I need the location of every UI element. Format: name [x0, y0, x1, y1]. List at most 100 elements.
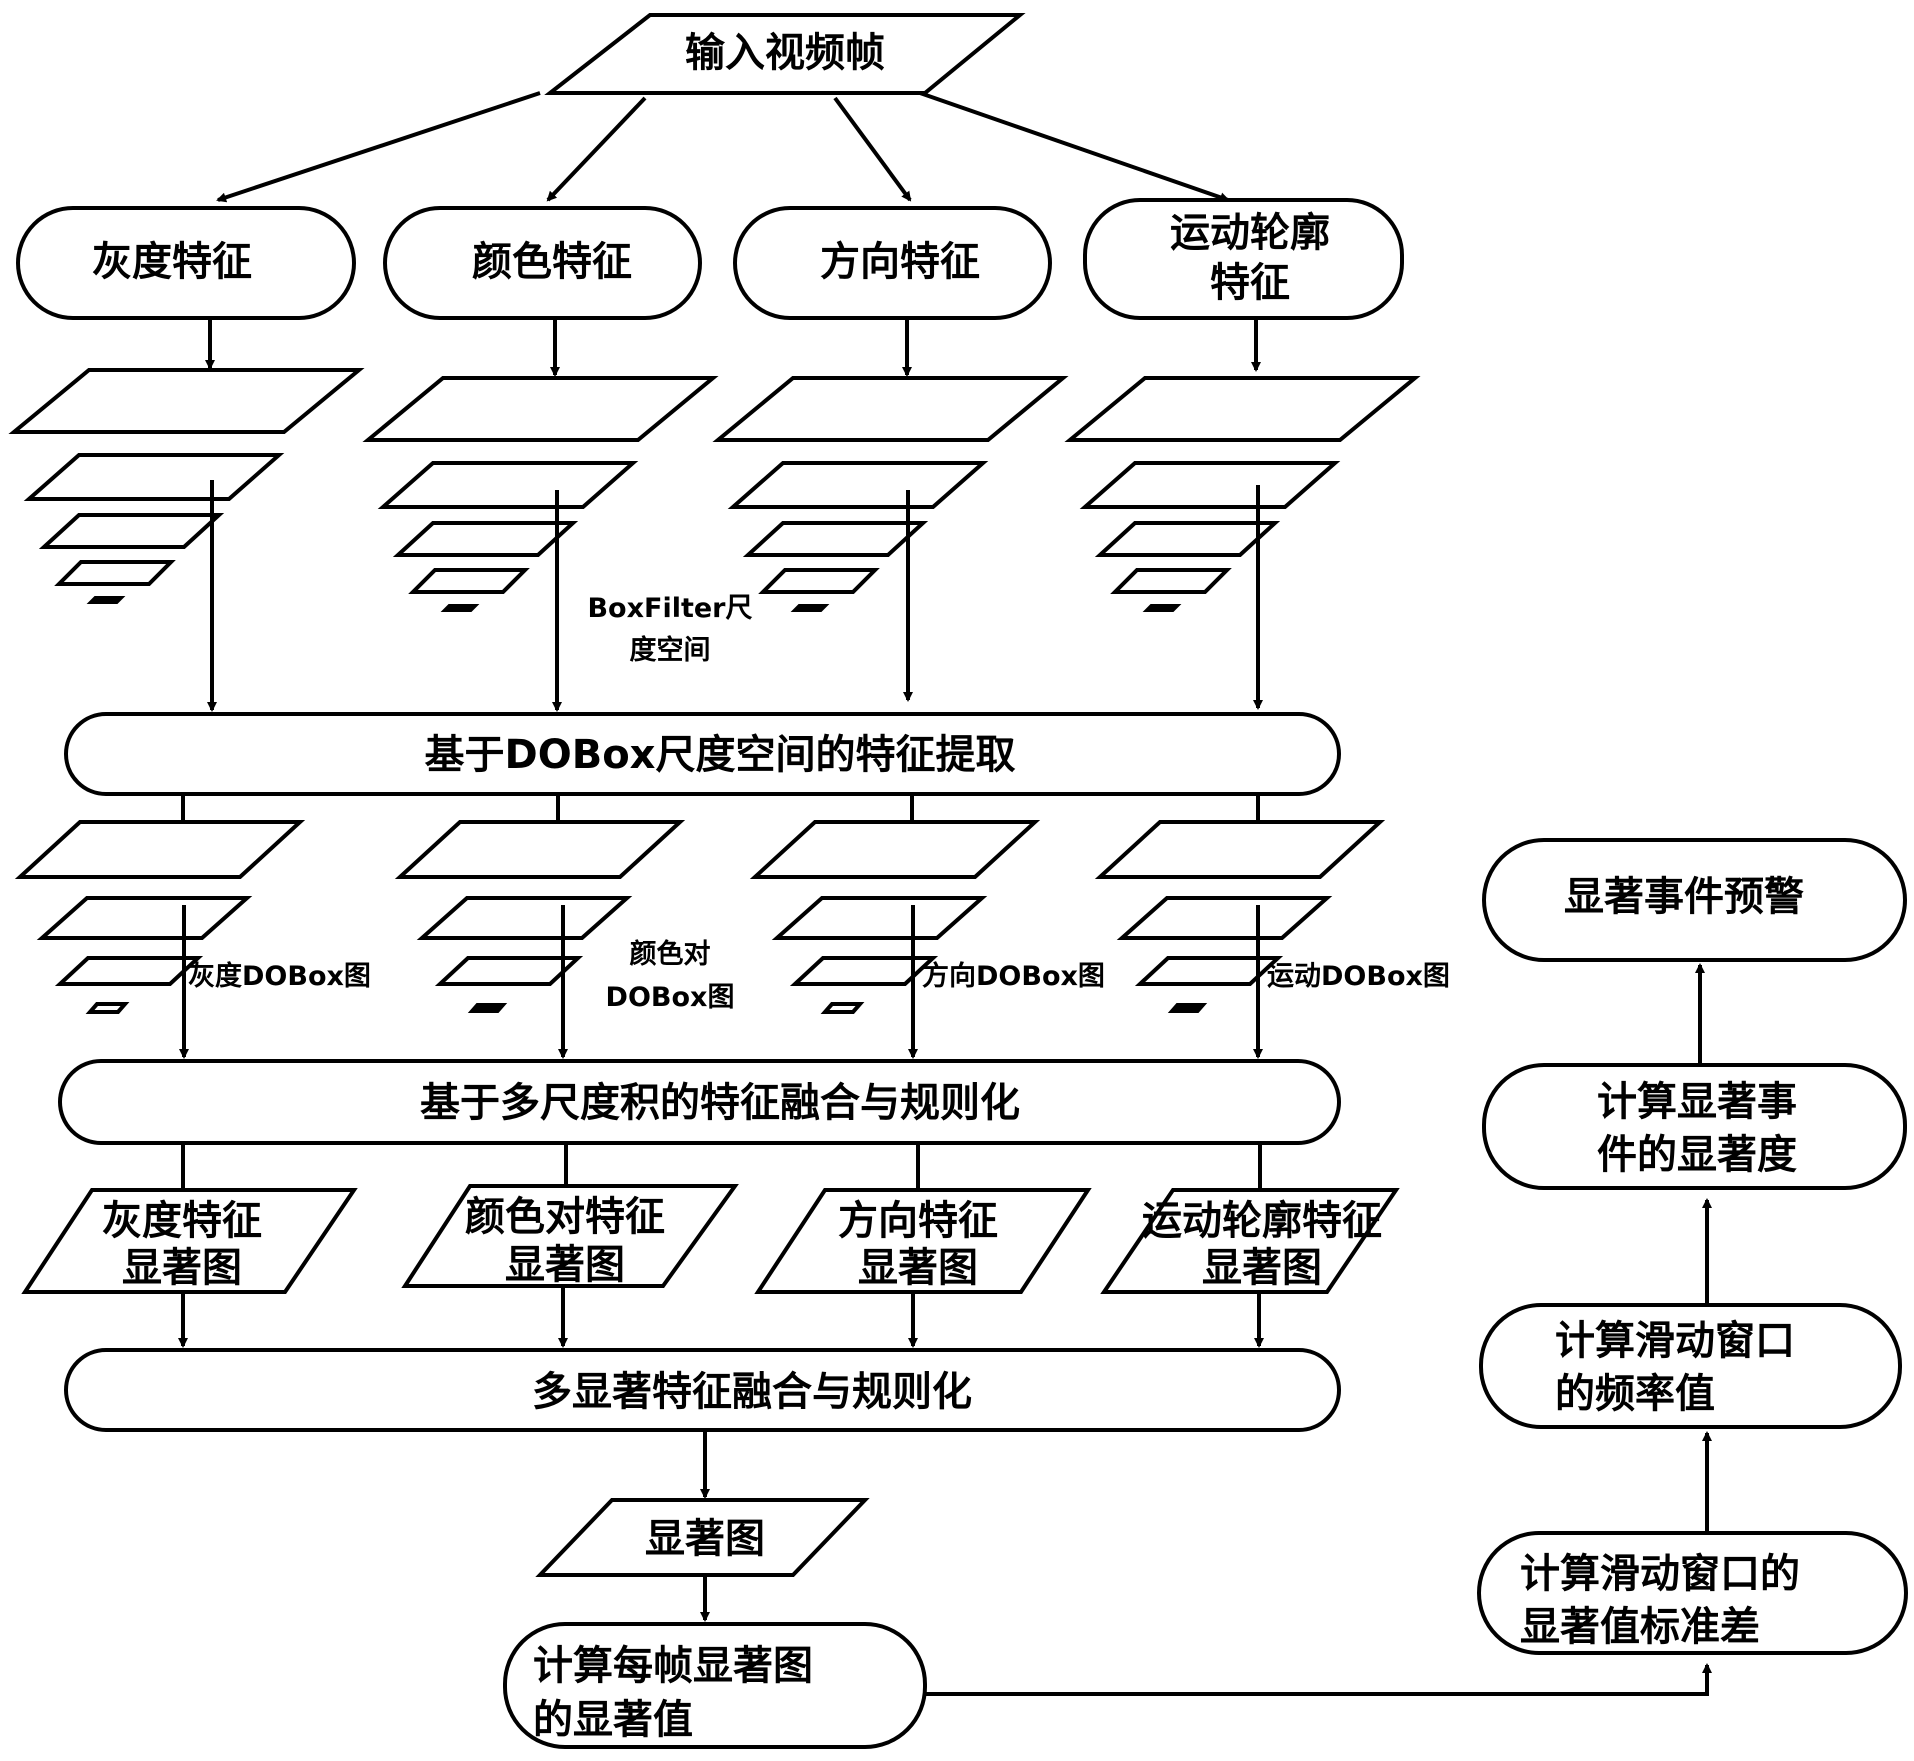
saliency-label-color-line2: 显著图	[505, 1242, 625, 1288]
pyramid-layer3-motion	[1094, 521, 1281, 557]
saliency-to-fusion-arrows	[178, 1286, 1264, 1348]
saliency-map-node-motion: 运动轮廓特征 显著图	[1100, 1188, 1400, 1294]
dobox-extraction-label: 基于DOBox尺度空间的特征提取	[425, 732, 1016, 778]
per-frame-value-label-line1: 计算每帧显著图	[533, 1643, 813, 1689]
dobox-layer4-direction	[820, 1002, 865, 1014]
input-video-frame-node: 输入视频帧	[544, 13, 1026, 95]
pyramid-layer5-direction	[790, 604, 830, 612]
multiscale-fusion-node: 基于多尺度积的特征融合与规则化	[58, 1059, 1341, 1145]
pyramid-layer4-gray	[54, 560, 176, 586]
arrow-value-to-std	[925, 1663, 1712, 1696]
feature-node-gray: 灰度特征	[16, 206, 356, 320]
significance-label-line1: 计算显著事	[1597, 1079, 1797, 1125]
saliency-map-node-direction: 方向特征 显著图	[754, 1188, 1092, 1294]
input-video-frame-label: 输入视频帧	[685, 30, 885, 76]
arrow-input-to-color	[546, 96, 647, 202]
pyramid-layer2-gray	[23, 453, 285, 501]
dobox-layer1-direction	[749, 820, 1041, 879]
pyramid-layer1-color	[362, 376, 719, 442]
pyramid-layer5-gray	[86, 596, 126, 604]
saliency-map-node-gray: 灰度特征 显著图	[21, 1188, 358, 1294]
dobox-map-label-motion: 运动DOBox图	[1267, 961, 1450, 992]
arrow-input-to-motion	[919, 91, 1230, 203]
salient-event-warning-node: 显著事件预警	[1482, 838, 1907, 962]
pyramid-layer1-motion	[1064, 376, 1421, 442]
fusion-to-saliency-lines	[181, 1143, 1262, 1190]
boxfilter-label-line2: 度空间	[630, 634, 711, 666]
saliency-label-motion-line1: 运动轮廓特征	[1142, 1198, 1382, 1244]
feature-label-gray: 灰度特征	[92, 239, 252, 285]
boxfilter-label-line1: BoxFilter尺	[587, 593, 752, 624]
boxfilter-pyramids	[8, 368, 1421, 612]
pyramid-layer1-gray	[8, 368, 365, 434]
saliency-label-motion-line2: 显著图	[1202, 1245, 1322, 1291]
dobox-layer2-gray	[36, 896, 253, 940]
pyramid-to-extraction-arrows	[207, 480, 1263, 712]
pyramid-layer1-direction	[712, 376, 1069, 442]
feature-label-direction: 方向特征	[820, 239, 980, 285]
extraction-to-dobox-lines	[181, 794, 1260, 823]
feature-label-motion-line1: 运动轮廓	[1170, 210, 1330, 256]
dobox-layer2-direction	[771, 896, 988, 940]
dobox-layer4-motion	[1167, 1003, 1208, 1013]
feature-node-color: 颜色特征	[383, 206, 702, 320]
dobox-map-label-color-line1: 颜色对	[630, 938, 711, 970]
saliency-label-gray-line2: 显著图	[122, 1245, 242, 1291]
dobox-layer4-color	[467, 1003, 508, 1013]
dobox-layer3-motion	[1134, 956, 1284, 986]
feature-to-pyramid-arrows	[205, 320, 1261, 377]
dobox-layer1-color	[394, 820, 686, 879]
dobox-map-label-gray: 灰度DOBox图	[188, 960, 371, 992]
pyramid-layer3-direction	[742, 521, 929, 557]
pyramid-layer2-motion	[1079, 461, 1341, 509]
pyramid-layer4-color	[408, 568, 530, 594]
sliding-window-frequency-node: 计算滑动窗口 的频率值	[1479, 1303, 1902, 1429]
std-label-line2: 显著值标准差	[1520, 1604, 1760, 1650]
dobox-layer1-gray	[14, 820, 306, 879]
feature-node-direction: 方向特征	[733, 206, 1052, 320]
saliency-label-gray-line1: 灰度特征	[102, 1198, 262, 1244]
significance-label-line2: 件的显著度	[1597, 1132, 1797, 1178]
multi-saliency-fusion-node: 多显著特征融合与规则化	[64, 1348, 1341, 1432]
pyramid-layer5-color	[440, 604, 480, 612]
dobox-layer3-gray	[54, 956, 204, 986]
std-label-line1: 计算滑动窗口的	[1520, 1551, 1800, 1597]
pyramid-layer2-color	[377, 461, 639, 509]
arrow-input-to-direction	[833, 96, 912, 202]
dobox-layer4-gray	[85, 1002, 130, 1014]
pyramid-layer3-color	[392, 521, 579, 557]
frequency-label-line1: 计算滑动窗口	[1555, 1318, 1795, 1364]
dobox-extraction-node: 基于DOBox尺度空间的特征提取	[64, 712, 1341, 796]
saliency-map-node: 显著图	[535, 1498, 870, 1577]
dobox-to-fusion-arrows	[179, 905, 1263, 1059]
arrow-input-to-gray	[216, 91, 541, 203]
input-to-feature-arrows	[216, 91, 1230, 203]
saliency-label-direction-line1: 方向特征	[838, 1198, 998, 1244]
frequency-label-line2: 的频率值	[1555, 1371, 1715, 1417]
pyramid-layer4-direction	[758, 568, 880, 594]
feature-label-motion-line2: 特征	[1210, 260, 1290, 306]
dobox-layer3-color	[434, 956, 584, 986]
saliency-map-label: 显著图	[645, 1516, 765, 1562]
multiscale-fusion-label: 基于多尺度积的特征融合与规则化	[420, 1080, 1020, 1126]
feature-label-color: 颜色特征	[472, 239, 632, 285]
dobox-layer3-direction	[789, 956, 939, 986]
sliding-window-std-node: 计算滑动窗口的 显著值标准差	[1477, 1531, 1908, 1655]
saliency-label-direction-line2: 显著图	[858, 1245, 978, 1291]
feature-node-motion: 运动轮廓 特征	[1083, 198, 1404, 320]
dobox-map-label-color-line2: DOBox图	[606, 982, 735, 1013]
dobox-pyramids	[14, 820, 1386, 1014]
dobox-layer2-color	[416, 896, 633, 940]
pyramid-layer2-direction	[727, 461, 989, 509]
per-frame-saliency-value-node: 计算每帧显著图 的显著值	[503, 1622, 927, 1749]
pyramid-layer4-motion	[1110, 568, 1232, 594]
warning-label: 显著事件预警	[1564, 874, 1804, 920]
pyramid-layer5-motion	[1142, 604, 1182, 612]
dobox-layer2-motion	[1116, 896, 1333, 940]
event-significance-node: 计算显著事 件的显著度	[1482, 1063, 1907, 1190]
dobox-map-label-direction: 方向DOBox图	[922, 960, 1105, 992]
saliency-map-node-color: 颜色对特征 显著图	[401, 1184, 739, 1288]
saliency-label-color-line1: 颜色对特征	[465, 1194, 665, 1240]
multi-saliency-fusion-label: 多显著特征融合与规则化	[532, 1369, 972, 1415]
